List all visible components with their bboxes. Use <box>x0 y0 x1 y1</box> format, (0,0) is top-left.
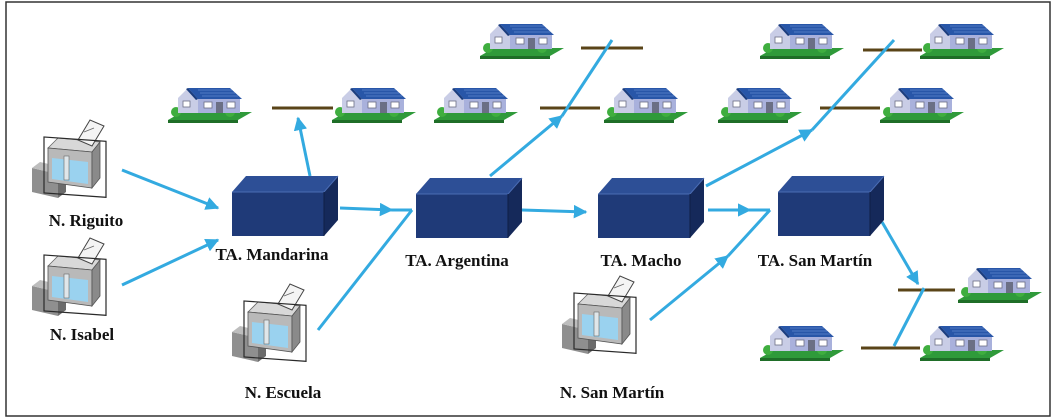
label-riguito: N. Riguito <box>49 211 124 230</box>
label-escuela: N. Escuela <box>245 383 322 402</box>
pipe-riguito-mandarina <box>121 168 220 210</box>
pipe-mandarina-argentina <box>339 202 394 217</box>
house-icon <box>433 87 519 124</box>
house-icon <box>603 87 689 124</box>
spring-source-icon <box>31 119 107 199</box>
house-icon <box>759 325 845 362</box>
house-icon <box>919 23 1005 60</box>
pipe-sanmartin-houses <box>880 221 920 286</box>
spring-source-icon <box>31 237 107 317</box>
tank-mandarina-icon <box>231 175 339 237</box>
diagram-frame <box>5 1 1051 417</box>
pipe-escuela-argentina <box>316 209 414 331</box>
house-icon <box>957 267 1043 304</box>
pipe-argentina-houses <box>489 114 564 178</box>
pipe-isabel-mandarina <box>121 238 220 287</box>
pipe-macho-houses <box>705 128 814 188</box>
tank-argentina-icon <box>415 177 523 239</box>
spring-source-icon <box>561 275 637 355</box>
label-argentina: TA. Argentina <box>405 251 509 270</box>
pipe-argentina-macho <box>521 204 588 219</box>
spring-source-icon <box>231 283 307 363</box>
label-mandarina: TA. Mandarina <box>215 245 329 264</box>
water-sources <box>31 119 637 363</box>
house-icon <box>479 23 565 60</box>
house-icon <box>331 87 417 124</box>
pipes <box>121 38 926 347</box>
label-isabel: N. Isabel <box>50 325 115 344</box>
house-icon <box>717 87 803 124</box>
label-macho: TA. Macho <box>601 251 682 270</box>
house-icon <box>919 325 1005 362</box>
distribution-wires <box>272 46 955 350</box>
tank-sanmartin-icon <box>777 175 885 237</box>
pipe-source-sanmartin <box>649 254 730 322</box>
pipe-mandarina-houses <box>293 116 312 177</box>
labels: N. Riguito N. Isabel N. Escuela N. San M… <box>49 211 873 402</box>
house-icon <box>879 87 965 124</box>
label-san-martin-tank: TA. San Martín <box>758 251 873 270</box>
label-san-martin-source: N. San Martín <box>560 383 665 402</box>
tank-macho-icon <box>597 177 705 239</box>
house-icon <box>167 87 253 124</box>
house-icon <box>759 23 845 60</box>
storage-tanks <box>231 175 885 239</box>
